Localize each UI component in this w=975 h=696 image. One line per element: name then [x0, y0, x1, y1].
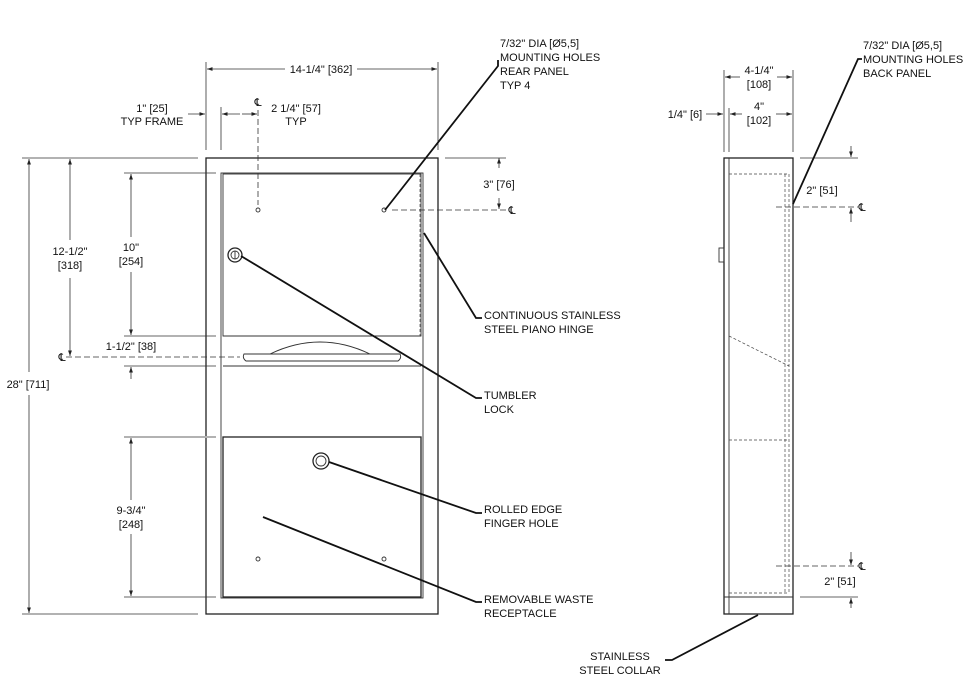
- side-view: [718, 157, 794, 615]
- waste-receptacle: [222, 436, 422, 598]
- callout-finger-hole-1: ROLLED EDGE: [484, 504, 562, 516]
- callout-lock-1: TUMBLER: [484, 390, 537, 402]
- dim-frame-width: 1" [25]: [136, 103, 167, 115]
- callout-leaders: [240, 58, 862, 661]
- callouts: 7/32" DIA [Ø5,5] MOUNTING HOLES REAR PAN…: [484, 38, 963, 677]
- mounting-hole-bottom-left: [255, 556, 261, 562]
- dim-side-top-hole: 2" [51]: [806, 185, 837, 197]
- callout-receptacle-1: REMOVABLE WASTE: [484, 594, 593, 606]
- centerline-symbol-front: ℄: [253, 97, 261, 109]
- leader-receptacle: [262, 516, 482, 603]
- dim-dispenser-slot: 1-1/2" [38]: [106, 341, 156, 353]
- centerline-symbol-dispenser: ℄: [57, 352, 65, 364]
- callout-receptacle-2: RECEPTACLE: [484, 608, 557, 620]
- dim-depth-inner-b: [102]: [747, 115, 771, 127]
- leader-back-holes: [792, 58, 862, 205]
- dim-depth-inner-a: 4": [754, 101, 764, 113]
- side-outer-profile: [723, 157, 794, 615]
- dim-flange: 1/4" [6]: [668, 109, 702, 121]
- dim-upper-height-b: [318]: [58, 260, 82, 272]
- dim-door-height-b: [254]: [119, 256, 143, 268]
- leader-hinge: [423, 232, 482, 319]
- mounting-hole-bottom-right: [381, 556, 387, 562]
- callout-collar-1: STAINLESS: [590, 651, 650, 663]
- callout-rear-holes-3: REAR PANEL: [500, 66, 569, 78]
- leader-rear-holes: [384, 60, 499, 211]
- callout-lock-2: LOCK: [484, 404, 515, 416]
- dim-overall-width: 14-1/4" [362]: [290, 64, 353, 76]
- dim-waste-height-a: 9-3/4": [117, 505, 146, 517]
- front-outer-frame: [205, 157, 439, 615]
- callout-rear-holes-2: MOUNTING HOLES: [500, 52, 600, 64]
- callout-back-holes-2: MOUNTING HOLES: [863, 54, 963, 66]
- dim-depth-overall-b: [108]: [747, 79, 771, 91]
- callout-hinge-1: CONTINUOUS STAINLESS: [484, 310, 621, 322]
- front-dimensions: 14-1/4" [362] 1" [25] TYP FRAME ℄ 2 1/4"…: [7, 62, 516, 615]
- callout-back-holes-1: 7/32" DIA [Ø5,5]: [863, 40, 942, 52]
- dim-waste-height-b: [248]: [119, 519, 143, 531]
- side-dimensions: 4-1/4" [108] 4" [102] 1/4" [6] 2" [51] ℄…: [668, 65, 866, 608]
- front-inner-opening: [220, 172, 424, 599]
- finger-hole: [312, 452, 330, 470]
- front-view: [204, 157, 439, 615]
- leader-collar: [665, 614, 759, 661]
- dim-door-height-a: 10": [123, 242, 139, 254]
- callout-rear-holes-4: TYP 4: [500, 80, 530, 92]
- callout-rear-holes-1: 7/32" DIA [Ø5,5]: [500, 38, 579, 50]
- dim-hole-offset: 2 1/4" [57]: [271, 103, 321, 115]
- callout-collar-2: STEEL COLLAR: [579, 665, 661, 677]
- callout-finger-hole-2: FINGER HOLE: [484, 518, 559, 530]
- callout-back-holes-3: BACK PANEL: [863, 68, 931, 80]
- leader-lock: [240, 255, 482, 399]
- leader-finger-hole: [328, 461, 482, 514]
- tumbler-lock: [227, 247, 243, 263]
- dispenser-arch: [269, 341, 371, 355]
- dim-overall-height: 28" [711]: [7, 379, 50, 391]
- upper-door: [222, 173, 422, 337]
- dim-frame-note: TYP FRAME: [121, 116, 184, 128]
- centerline-symbol-top: ℄: [507, 205, 515, 217]
- callout-hinge-2: STEEL PIANO HINGE: [484, 324, 594, 336]
- dim-hole-offset-note: TYP: [285, 116, 306, 128]
- dispenser-slot: [242, 353, 402, 362]
- centerline-symbol-side-bottom: ℄: [857, 561, 865, 573]
- dim-depth-overall-a: 4-1/4": [745, 65, 774, 77]
- dim-top-hole-offset: 3" [76]: [483, 179, 514, 191]
- mounting-hole-top-left: [255, 207, 261, 213]
- side-lock-bump: [718, 247, 725, 263]
- dim-upper-height-a: 12-1/2": [52, 246, 87, 258]
- dim-side-bottom-hole: 2" [51]: [824, 576, 855, 588]
- centerline-symbol-side-top: ℄: [857, 202, 865, 214]
